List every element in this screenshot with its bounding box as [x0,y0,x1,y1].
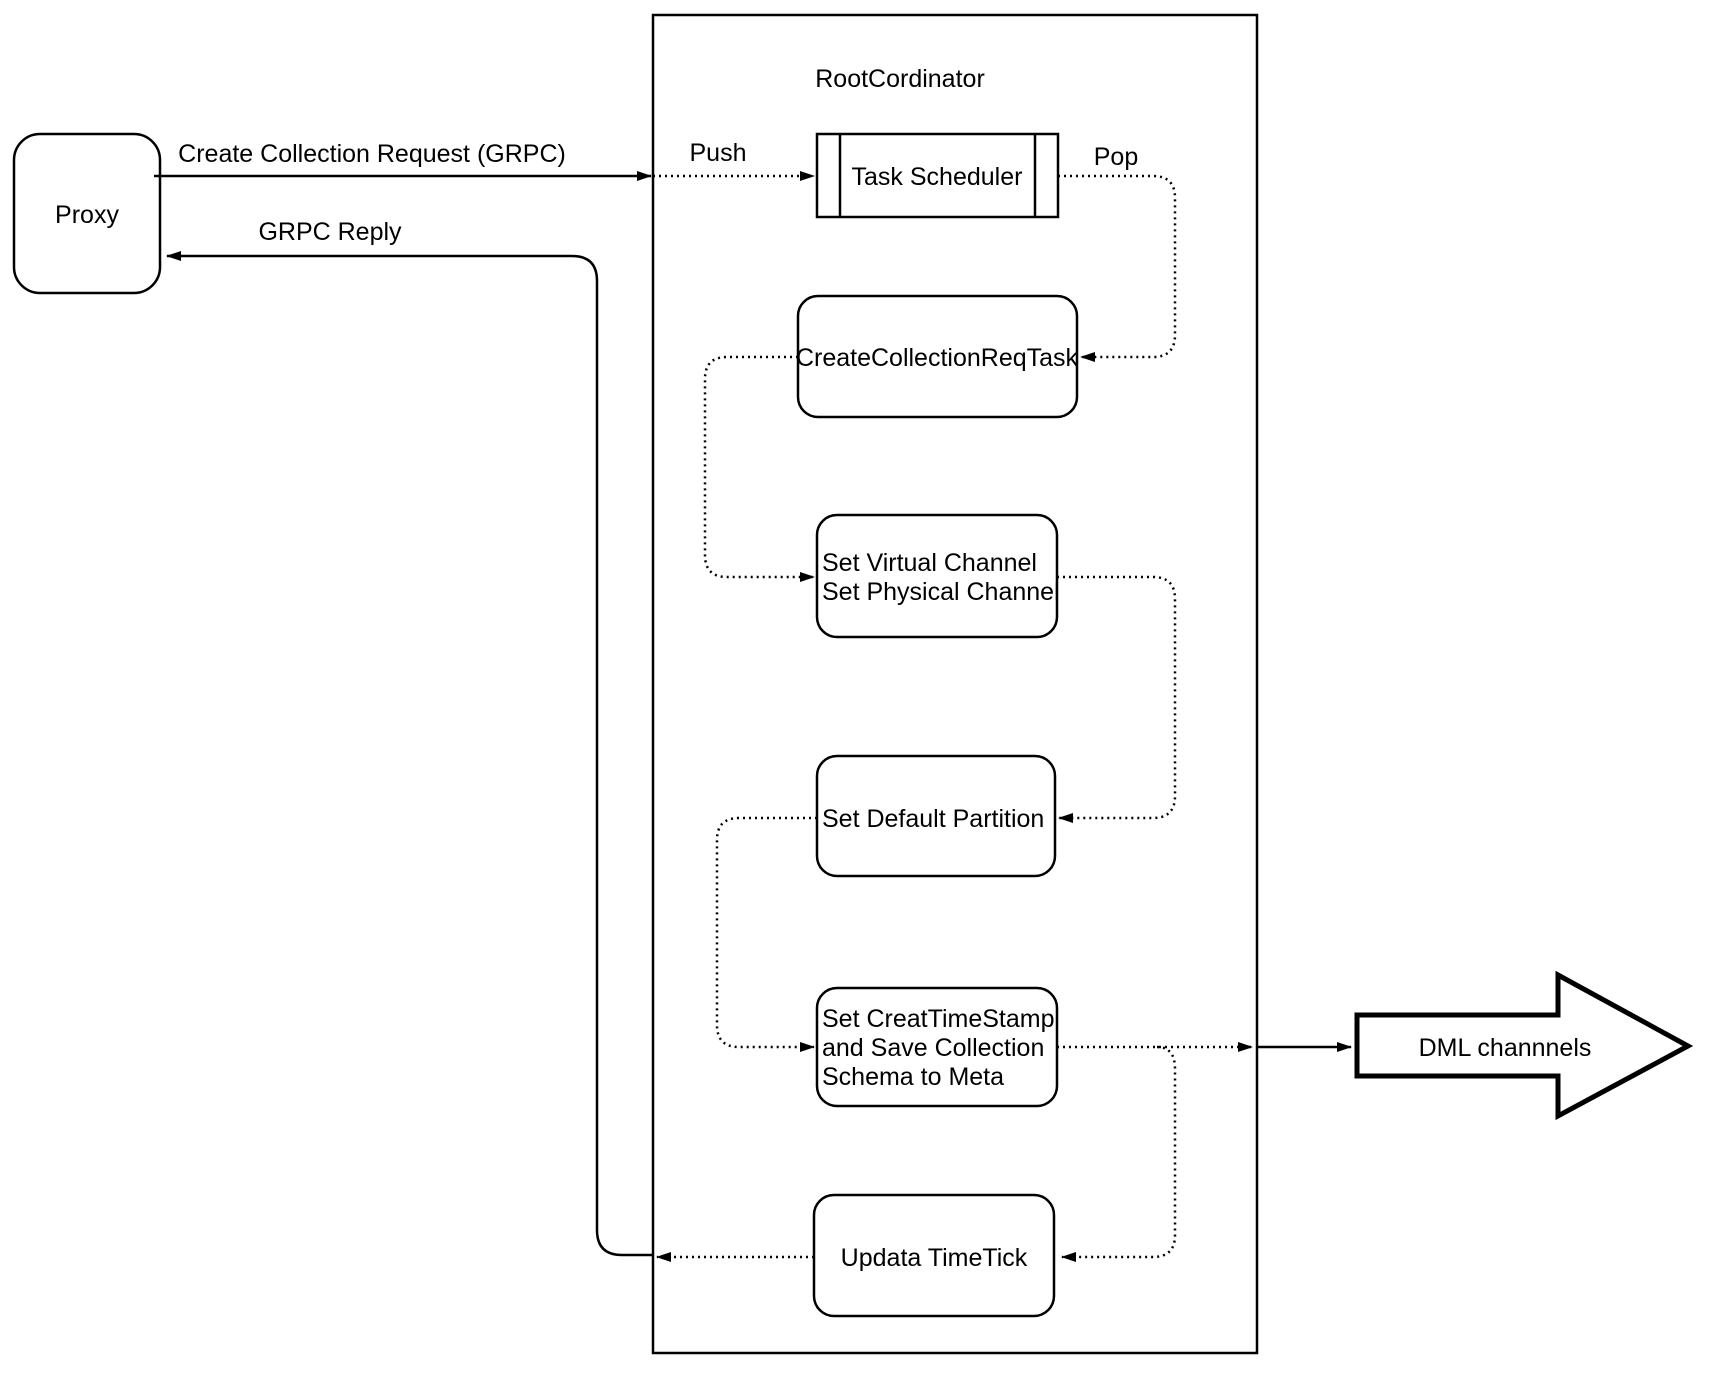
partition-to-timestamp-arrow [715,816,817,1052]
task-scheduler-label: Task Scheduler [852,163,1023,191]
set-default-partition-node [815,754,1057,878]
reply-arrow-label: GRPC Reply [258,218,402,246]
proxy-node [12,132,162,295]
set-creat-timestamp-label-line2: and Save Collection [822,1034,1044,1062]
updata-timetick-node [812,1193,1056,1318]
set-default-partition-label: Set Default Partition [822,805,1044,833]
updata-timetick-label: Updata TimeTick [841,1244,1028,1272]
pop-arrow [1058,174,1177,362]
task-scheduler-node [815,132,1060,219]
dml-channels-label: DML channnels [1419,1034,1592,1062]
pop-arrow-label: Pop [1094,143,1138,171]
reqtask-to-channels-arrow [703,355,815,582]
request-arrow-label: Create Collection Request (GRPC) [178,140,566,168]
set-channels-label-line2: Set Physical Channel [822,578,1060,606]
timestamp-to-timetick-arrow [1061,1045,1177,1262]
set-creat-timestamp-label-line1: Set CreatTimeStamp [822,1005,1054,1033]
reply-arrow [166,251,653,1257]
create-collection-req-task-label: CreateCollectionReqTask [796,344,1079,372]
push-arrow-label: Push [690,139,747,167]
rootcordinator-title: RootCordinator [815,65,985,93]
set-creat-timestamp-label-line3: Schema to Meta [822,1063,1004,1091]
set-channels-label-line1: Set Virtual Channel [822,549,1037,577]
proxy-label: Proxy [55,201,119,229]
dml-channels-arrow-shape [1354,970,1694,1121]
rootcordinator-container [651,13,1259,1355]
channels-to-partition-arrow [1057,575,1177,823]
